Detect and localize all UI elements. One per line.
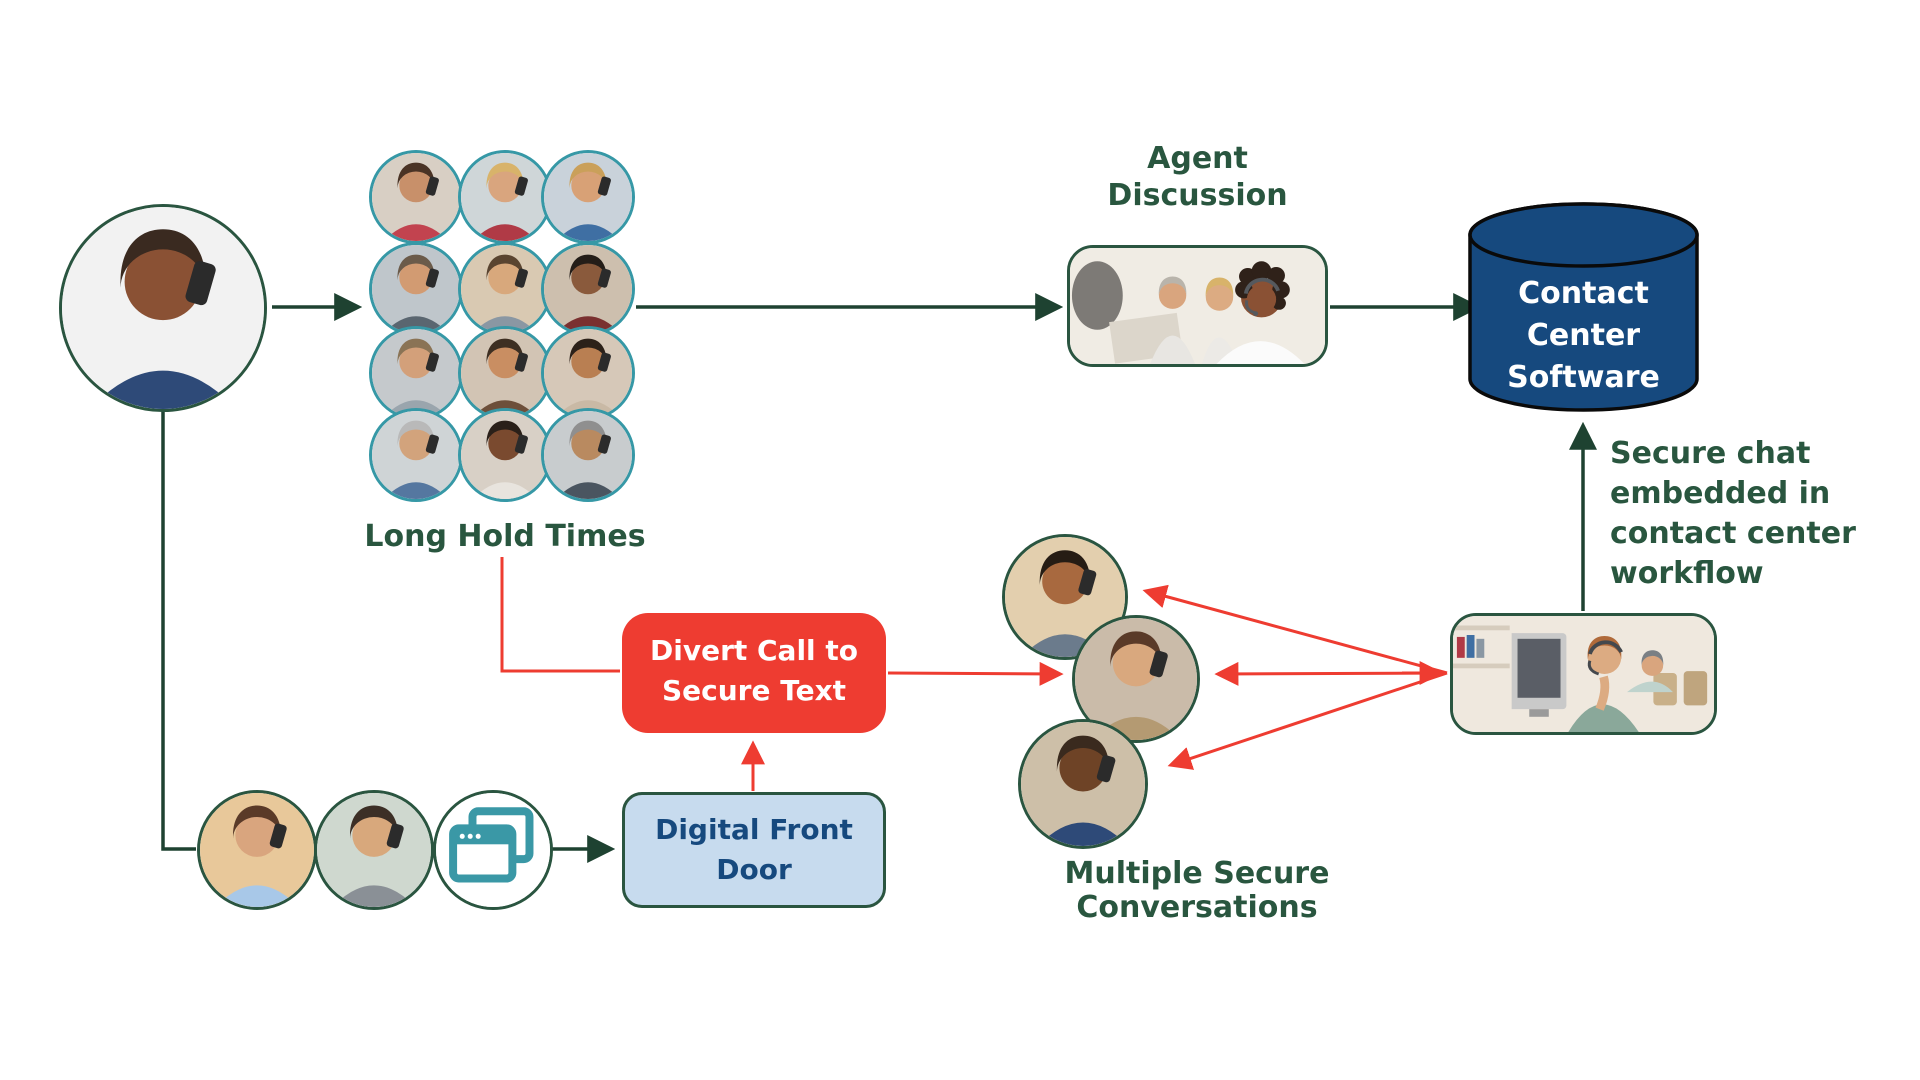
note-line1: Secure chat — [1610, 436, 1811, 471]
agent-discussion-line1: Agent — [1147, 141, 1248, 176]
caller-on-hold-photo — [369, 150, 463, 244]
agent-discussion-line2: Discussion — [1107, 178, 1288, 213]
web-visitor-photo — [197, 790, 317, 910]
browser-windows-icon — [436, 793, 550, 907]
ccs-line1: Contact — [1518, 276, 1649, 311]
callers-grid — [368, 150, 638, 505]
divert-line1: Divert Call to — [649, 634, 859, 667]
agent-discussion-label: Agent Discussion — [1060, 140, 1335, 214]
divert-line2: Secure Text — [661, 674, 847, 707]
ccs-line3: Software — [1507, 360, 1660, 395]
msc-line2: Conversations — [1076, 890, 1318, 925]
call-center-team-illustration — [1070, 248, 1325, 364]
contact-center-software-label: Contact Center Software — [1468, 273, 1699, 399]
caller-on-hold-photo — [369, 242, 463, 336]
dfd-line2: Door — [716, 853, 792, 886]
caller-on-hold-photo — [458, 150, 552, 244]
dfd-line1: Digital Front — [655, 813, 853, 846]
note-line3: contact center — [1610, 516, 1856, 551]
secure-conversation-customer-photo — [1018, 719, 1148, 849]
agent-workstation-photo — [1450, 613, 1717, 735]
ccs-line2: Center — [1526, 318, 1641, 353]
secure-chat-note: Secure chat embedded in contact center w… — [1610, 434, 1920, 594]
caller-on-hold-photo — [541, 326, 635, 420]
caller-on-hold-photo — [458, 326, 552, 420]
caller-on-hold-photo — [541, 150, 635, 244]
note-line2: embedded in — [1610, 476, 1831, 511]
divert-call-box: Divert Call to Secure Text — [622, 613, 886, 733]
contact-center-software-database — [1468, 202, 1699, 412]
digital-front-door-box: Digital Front Door — [622, 792, 886, 908]
multiple-secure-conversations-label: Multiple Secure Conversations — [1040, 857, 1354, 925]
web-visitor-photo — [314, 790, 434, 910]
agent-at-computer-illustration — [1453, 616, 1714, 732]
caller-on-hold-photo — [541, 408, 635, 502]
digital-channels-circle — [433, 790, 553, 910]
agent-discussion-photo — [1067, 245, 1328, 367]
caller-on-hold-photo — [541, 242, 635, 336]
caller-on-hold-photo — [369, 408, 463, 502]
caller-photo-main — [59, 204, 267, 412]
caller-on-hold-photo — [458, 408, 552, 502]
msc-line1: Multiple Secure — [1064, 856, 1330, 891]
note-line4: workflow — [1610, 556, 1764, 591]
caller-on-hold-photo — [458, 242, 552, 336]
caller-on-hold-photo — [369, 326, 463, 420]
long-hold-times-label: Long Hold Times — [364, 519, 646, 554]
